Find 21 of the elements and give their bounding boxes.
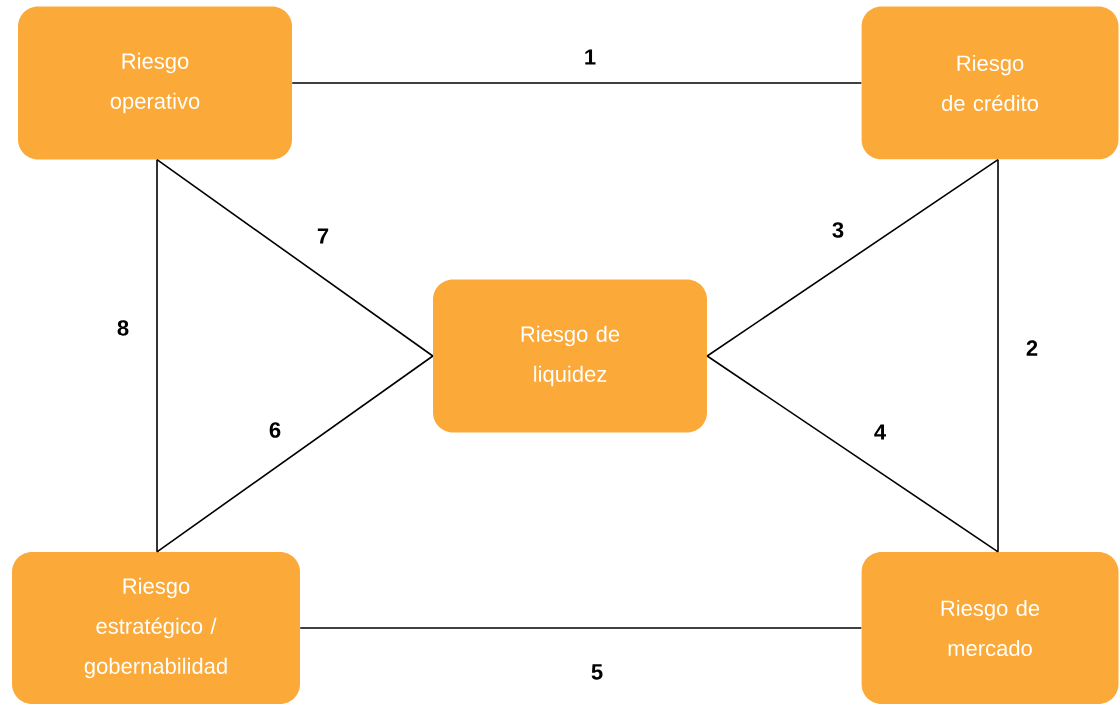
connector-line [706, 158, 999, 357]
edge-label: 6 [269, 422, 281, 438]
connector-line [299, 627, 863, 629]
connector-line [156, 158, 434, 357]
risk-box: Riesgo operativo [18, 6, 292, 160]
connector-line [997, 158, 999, 553]
edge-label: 3 [832, 222, 844, 238]
risk-box: Riesgo de mercado [861, 552, 1119, 704]
connector-line [706, 355, 999, 553]
edge-label: 5 [591, 664, 603, 680]
connector-line [156, 158, 158, 553]
risk-box: Riesgo estratégico / gobernabilidad [12, 552, 300, 704]
edge-label: 1 [585, 49, 596, 65]
connector-line [291, 82, 863, 84]
edge-label: 8 [117, 320, 129, 336]
edge-label: 2 [1026, 340, 1038, 356]
connector-line [156, 355, 434, 553]
risk-box: Riesgo de liquidez [433, 279, 707, 433]
edge-label: 7 [317, 228, 329, 244]
risk-box: Riesgo de crédito [861, 6, 1119, 160]
edge-label: 4 [874, 424, 886, 440]
